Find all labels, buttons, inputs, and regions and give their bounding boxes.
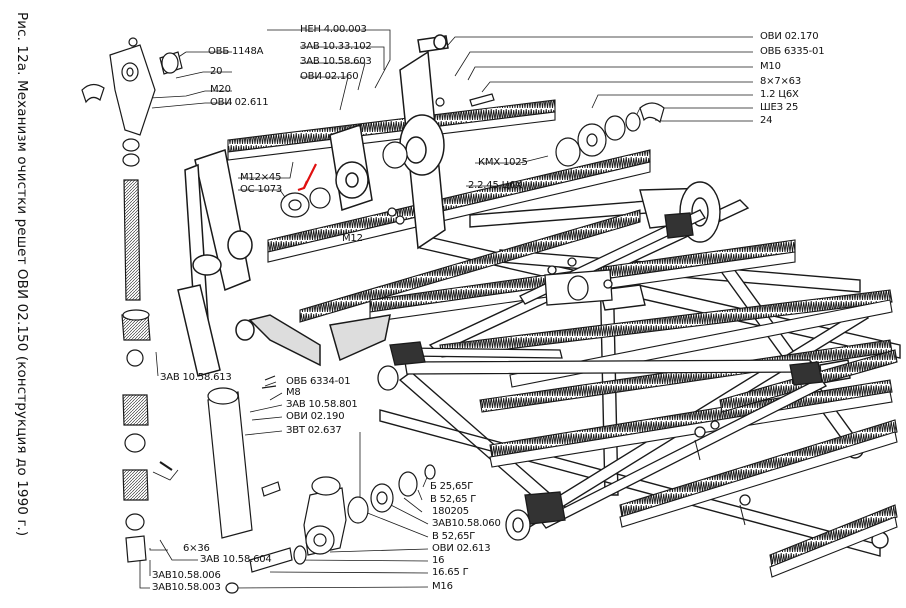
label-zav1058003: ЗАВ10.58.003 bbox=[152, 582, 221, 593]
label-b2565: Б 25,65Г bbox=[430, 481, 474, 492]
label-6x36: 6×36 bbox=[183, 543, 210, 554]
shaft-bushings bbox=[81, 37, 665, 594]
label-zav1058006: ЗАВ10.58.006 bbox=[152, 570, 221, 581]
label-16: 16 bbox=[432, 555, 445, 566]
label-zav1058613: ЗАВ 10.58.613 bbox=[160, 372, 232, 383]
label-zav1033102: ЗАВ 10.33.102 bbox=[300, 41, 372, 52]
label-ovi02611: ОВИ 02.611 bbox=[210, 97, 269, 108]
label-180205: 180205 bbox=[432, 506, 469, 517]
rocker-arms bbox=[177, 34, 449, 377]
label-shez25: ШЕЗ 25 bbox=[760, 102, 799, 113]
label-ovb633501: ОВБ 6335-01 bbox=[760, 46, 825, 57]
red-marker-arrow bbox=[297, 163, 317, 192]
label-zav1058604: ЗАВ 10.58.604 bbox=[200, 554, 272, 565]
label-ovi02190: ОВИ 02.190 bbox=[286, 411, 345, 422]
label-zav1058060: ЗАВ10.58.060 bbox=[432, 518, 501, 529]
label-ovb633401: ОВБ 6334-01 bbox=[286, 376, 351, 387]
label-2245: 2.2.45 Ц6Х bbox=[468, 180, 522, 191]
label-m8: М8 bbox=[286, 387, 301, 398]
label-ovi02170: ОВИ 02.170 bbox=[760, 31, 819, 42]
label-ovi02160: ОВИ 02.160 bbox=[300, 71, 359, 82]
label-zav1058801: ЗАВ 10.58.801 bbox=[286, 399, 358, 410]
label-kmx1025: КМХ 1025 bbox=[478, 157, 528, 168]
drive-rod-and-couplings bbox=[377, 209, 827, 541]
label-m16: М16 bbox=[432, 581, 453, 592]
label-ovi02613: ОВИ 02.613 bbox=[432, 543, 491, 554]
label-ovb1148a: ОВБ 1148А bbox=[208, 46, 264, 57]
label-v5265-a: В 52,65 Г bbox=[430, 494, 477, 505]
label-m20: М20 bbox=[210, 84, 231, 95]
label-v5265-b: В 52,65Г bbox=[432, 531, 476, 542]
label-24: 24 bbox=[760, 115, 773, 126]
label-12: 1.2 Ц6Х bbox=[760, 89, 799, 100]
label-zav1058603: ЗАВ 10.58.603 bbox=[300, 56, 372, 67]
label-os1073: ОС 1073 bbox=[240, 184, 283, 195]
label-nen400003: НЕН 4.00.003 bbox=[300, 24, 367, 35]
label-1665: 16.65 Г bbox=[432, 567, 469, 578]
label-zvt02637: ЗВТ 02.637 bbox=[286, 425, 342, 436]
label-m12: М12 bbox=[342, 233, 363, 244]
label-m12x45: М12×45 bbox=[240, 172, 282, 183]
label-8x7x63: 8×7×63 bbox=[760, 76, 802, 87]
label-20: 20 bbox=[210, 66, 223, 77]
label-m10: М10 bbox=[760, 61, 781, 72]
